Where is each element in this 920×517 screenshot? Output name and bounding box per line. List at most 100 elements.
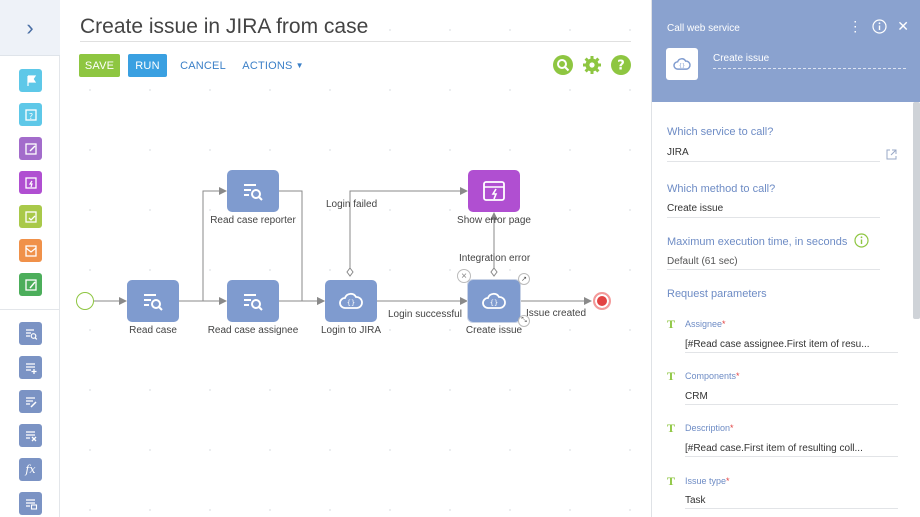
add-data-icon[interactable] <box>19 356 42 379</box>
flow-label-login-successful: Login successful <box>388 309 462 320</box>
actions-label: ACTIONS <box>242 59 293 72</box>
element-properties-panel: Call web service ⋮ ✕ {} Create issue Whi… <box>651 0 920 517</box>
actions-dropdown[interactable]: ACTIONS ▼ <box>242 54 304 77</box>
call-subprocess-icon[interactable] <box>19 492 42 515</box>
text-type-icon: T <box>667 421 676 435</box>
field-underline <box>667 217 880 218</box>
node-label: Create issue <box>465 325 523 336</box>
node-read-case[interactable] <box>127 280 179 322</box>
save-button[interactable]: SAVE <box>79 54 120 77</box>
element-palette: › ? fx <box>0 0 60 517</box>
search-icon[interactable] <box>553 55 573 75</box>
web-service-element-icon: {} <box>666 48 698 80</box>
svg-text:?: ? <box>617 59 625 74</box>
text-type-icon: T <box>667 474 676 488</box>
method-field[interactable]: Create issue <box>667 203 724 214</box>
svg-text:{}: {} <box>490 299 498 307</box>
auto-page-icon <box>483 181 505 201</box>
page-title: Create issue in JIRA from case <box>80 15 369 38</box>
read-data-icon <box>244 294 263 311</box>
delete-element-icon[interactable]: × <box>457 269 471 283</box>
more-options-icon[interactable]: ⋮ <box>848 18 863 34</box>
service-field-label: Which service to call? <box>667 126 774 138</box>
auto-page-icon[interactable] <box>19 171 42 194</box>
method-field-label: Which method to call? <box>667 183 776 195</box>
info-icon[interactable] <box>854 233 869 248</box>
read-data-icon <box>144 294 163 311</box>
resize-handle-icon[interactable]: ⤡ <box>518 315 530 327</box>
param-underline <box>685 404 898 405</box>
help-icon[interactable]: ? <box>611 55 631 75</box>
timeout-field[interactable]: Default (61 sec) <box>667 256 738 267</box>
flow-label-login-failed: Login failed <box>326 199 378 210</box>
param-value-components[interactable]: CRM <box>685 391 708 402</box>
timeout-field-label: Maximum execution time, in seconds <box>667 236 848 248</box>
text-type-icon: T <box>667 369 676 383</box>
chevron-right-icon: › <box>26 14 34 40</box>
run-button[interactable]: RUN <box>128 54 167 77</box>
node-label: Read case reporter <box>210 215 296 226</box>
palette-divider <box>0 309 60 310</box>
flow-reporter-login <box>279 190 325 305</box>
info-icon[interactable] <box>872 19 887 34</box>
panel-actions: ⋮ ✕ <box>848 18 909 35</box>
panel-element-type: Call web service <box>667 23 740 34</box>
palette-toggle-button[interactable]: › <box>0 0 60 56</box>
check-page-icon[interactable] <box>19 205 42 228</box>
perform-task-icon[interactable] <box>19 273 42 296</box>
gear-icon[interactable] <box>582 55 602 75</box>
flow-readcase-reporter <box>179 187 227 302</box>
delete-data-icon[interactable] <box>19 424 42 447</box>
cancel-button[interactable]: CANCEL <box>180 59 226 72</box>
open-link-icon[interactable] <box>886 147 897 160</box>
title-divider <box>80 41 631 42</box>
flow-label-integration-error: Integration error <box>459 253 531 264</box>
param-underline <box>685 456 898 457</box>
param-value-assignee[interactable]: [#Read case assignee.First item of resu.… <box>685 339 870 350</box>
flow-login-failed <box>349 187 468 271</box>
cloud-service-icon: {} <box>482 292 506 309</box>
node-read-case-assignee[interactable] <box>227 280 279 322</box>
read-data-icon[interactable] <box>19 322 42 345</box>
panel-scrollbar[interactable] <box>913 102 920 319</box>
param-value-issue-type[interactable]: Task <box>685 495 706 506</box>
flow-label-issue-created: Issue created <box>526 308 587 319</box>
read-data-icon <box>244 184 263 201</box>
process-diagram <box>94 187 592 305</box>
node-label: Read case <box>129 325 177 336</box>
close-icon[interactable]: ✕ <box>897 18 909 34</box>
field-underline <box>667 161 880 162</box>
node-login-to-jira[interactable]: {} <box>325 280 377 322</box>
text-type-icon: T <box>667 317 676 331</box>
param-underline <box>685 508 898 509</box>
start-event[interactable] <box>76 292 94 310</box>
caret-down-icon: ▼ <box>295 61 304 70</box>
service-field[interactable]: JIRA <box>667 147 689 158</box>
param-label-assignee: Assignee* <box>685 319 726 329</box>
end-event[interactable] <box>593 292 611 310</box>
param-value-description[interactable]: [#Read case.First item of resulting coll… <box>685 443 863 454</box>
panel-header: Call web service ⋮ ✕ {} Create issue <box>652 0 920 102</box>
node-label: Read case assignee <box>207 325 299 336</box>
cloud-service-icon: {} <box>339 292 363 309</box>
element-name-field[interactable]: Create issue <box>713 53 770 64</box>
send-email-icon[interactable] <box>19 239 42 262</box>
node-show-error-page[interactable] <box>468 170 520 212</box>
node-label: Login to JIRA <box>320 325 382 336</box>
modify-data-icon[interactable] <box>19 390 42 413</box>
formula-icon[interactable]: fx <box>19 458 42 481</box>
node-create-issue[interactable]: {} <box>468 280 520 322</box>
process-canvas[interactable]: Create issue in JIRA from case SAVE RUN … <box>60 0 651 517</box>
param-label-issue-type: Issue type* <box>685 476 730 486</box>
node-label: Show error page <box>457 215 531 226</box>
start-signal-icon[interactable] <box>19 69 42 92</box>
svg-text:?: ? <box>28 112 32 121</box>
element-name-underline <box>713 68 906 69</box>
edit-page-icon[interactable] <box>19 137 42 160</box>
node-read-case-reporter[interactable] <box>227 170 279 212</box>
svg-text:{}: {} <box>347 299 355 307</box>
param-label-components: Components* <box>685 371 740 381</box>
connect-arrow-icon[interactable]: ↗ <box>518 273 530 285</box>
field-underline <box>667 269 880 270</box>
user-question-icon[interactable]: ? <box>19 103 42 126</box>
